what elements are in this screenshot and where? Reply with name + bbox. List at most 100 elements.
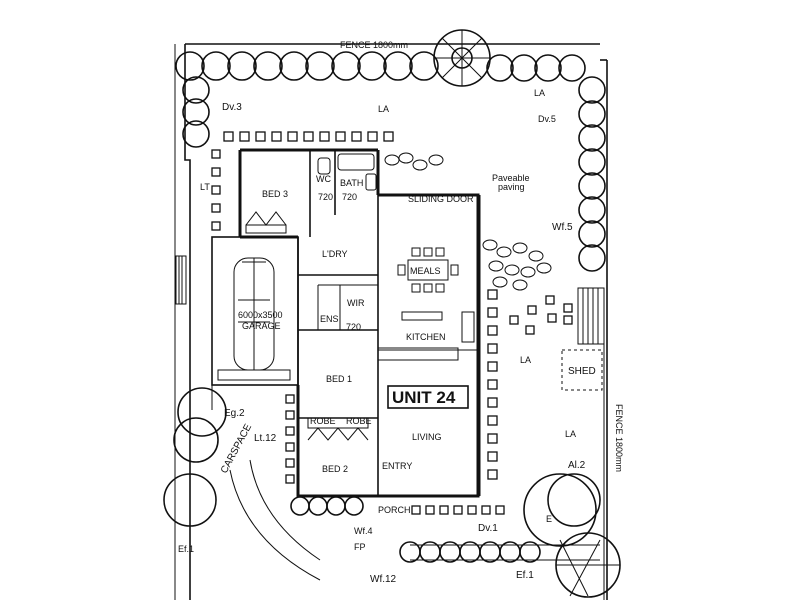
paver (411, 505, 421, 515)
hedge-top (175, 51, 586, 82)
paver (285, 426, 295, 436)
pavers-top (223, 131, 394, 142)
paver (287, 131, 298, 142)
label-la-yard-1: LA (520, 355, 531, 365)
paver (487, 325, 498, 336)
label-eg2: Eg.2 (224, 408, 245, 419)
label-la-top: LA (378, 104, 389, 114)
paver (285, 410, 295, 420)
paver (487, 379, 498, 390)
label-paveable: Paveable (492, 173, 530, 183)
paver (563, 303, 573, 313)
paver (467, 505, 477, 515)
paver (285, 394, 295, 404)
paver (495, 505, 505, 515)
label-robe-1: ROBE (310, 416, 336, 426)
hedge-shrub (383, 51, 413, 81)
hedge-shrub (534, 54, 562, 82)
fence-top-label: FENCE 1800mm (340, 40, 408, 50)
paver (211, 185, 221, 195)
unit-label: UNIT 24 (392, 388, 456, 407)
paving-rocks (384, 152, 552, 291)
room-garage: GARAGE (242, 321, 281, 331)
room-laundry: L'DRY (322, 249, 348, 259)
paver (239, 131, 250, 142)
rock (528, 250, 544, 262)
garage-size: 6000x3500 (238, 310, 283, 320)
rock (412, 159, 428, 171)
hedge-shrub (290, 496, 310, 516)
label-sliding-door: SLIDING DOOR (408, 194, 474, 204)
robe-bed3 (245, 211, 287, 234)
paver (285, 474, 295, 484)
paver (481, 505, 491, 515)
hedge-shrub (578, 124, 606, 152)
dim-bath: 720 (342, 192, 357, 202)
paver (547, 313, 557, 323)
pavers-yard (509, 295, 573, 335)
label-ef1: Ef.1 (516, 570, 534, 581)
robe-bed2 (307, 417, 369, 441)
rock (512, 242, 528, 254)
paver (487, 469, 498, 480)
rock (492, 276, 508, 288)
label-robe-2: ROBE (346, 416, 372, 426)
paver (527, 305, 537, 315)
label-lt12: Lt.12 (254, 433, 277, 444)
paver (211, 149, 221, 159)
room-kitchen: KITCHEN (406, 332, 446, 342)
pavers-bottom (411, 505, 505, 515)
hedge-shrub (326, 496, 346, 516)
hedge-shrub (486, 54, 514, 82)
hedge-shrub (578, 220, 606, 248)
paver (487, 343, 498, 354)
kitchen-bench (377, 311, 475, 361)
feature-tree-top (433, 29, 491, 87)
label-e: E (546, 514, 552, 524)
rock (536, 262, 552, 274)
paver (525, 325, 535, 335)
trees-bottom (163, 387, 621, 598)
hedge-shrub (175, 51, 205, 81)
site-boundary (174, 43, 608, 600)
bath-fixtures (317, 153, 377, 191)
paver (383, 131, 394, 142)
hedge-shrub (182, 98, 210, 126)
yard-hatching (175, 255, 605, 345)
paver (563, 315, 573, 325)
plan-labels: FENCE 1800mm Dv.3 Dv.5 LA LA LT BED 3 WC… (178, 40, 624, 585)
paver (271, 131, 282, 142)
hedge-shrub (409, 51, 439, 81)
paver (303, 131, 314, 142)
paver (487, 433, 498, 444)
room-living: LIVING (412, 432, 442, 442)
room-bath: BATH (340, 178, 363, 188)
rock (428, 154, 444, 166)
label-dv1: Dv.1 (478, 523, 498, 534)
hedge-shrub (331, 51, 361, 81)
paver (425, 505, 435, 515)
room-bed3: BED 3 (262, 189, 288, 199)
label-porch: PORCH (378, 505, 411, 515)
label-paving: paving (498, 182, 525, 192)
hedge-shrub (305, 51, 335, 81)
hedge-shrub (253, 51, 283, 81)
hedge-shrub (182, 76, 210, 104)
paver (255, 131, 266, 142)
garage-structure (211, 236, 299, 386)
hedge-shrub (344, 496, 364, 516)
label-lt: LT (200, 182, 210, 192)
paver (453, 505, 463, 515)
room-entry: ENTRY (382, 461, 412, 471)
hedge-left (182, 76, 210, 148)
paver (487, 307, 498, 318)
paver (211, 203, 221, 213)
label-shed: SHED (568, 366, 596, 377)
dim-wir: 720 (346, 322, 361, 332)
paver (487, 361, 498, 372)
paver (487, 397, 498, 408)
paver (487, 451, 498, 462)
hedge-shrub (578, 76, 606, 104)
meals-table (397, 247, 459, 293)
room-bed1: BED 1 (326, 374, 352, 384)
